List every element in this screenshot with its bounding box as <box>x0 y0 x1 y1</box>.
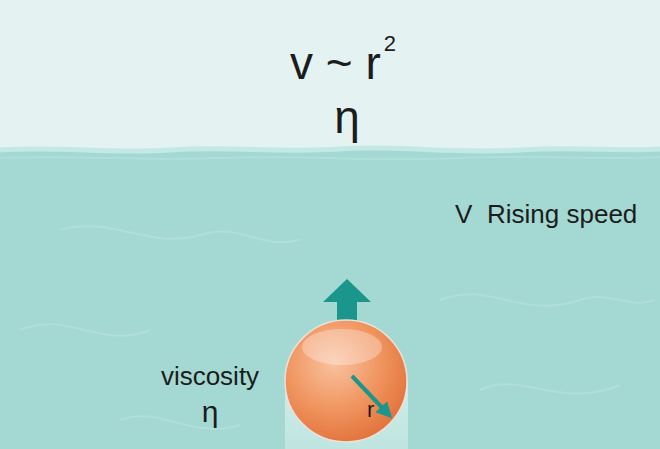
water-body <box>0 148 660 449</box>
rising-sphere: r <box>284 319 408 443</box>
formula-numerator: v ~ r <box>290 38 381 89</box>
rising-arrow <box>323 279 371 320</box>
viscosity-label: viscosity <box>161 362 259 391</box>
speed-symbol: V <box>455 200 472 229</box>
sphere-body <box>285 320 407 442</box>
formula-exponent: 2 <box>384 32 396 56</box>
water-surface <box>0 148 660 151</box>
radius-label: r <box>367 398 374 422</box>
sphere-highlight <box>302 329 382 365</box>
viscosity-symbol: η <box>202 395 219 428</box>
water-ripple <box>0 157 660 159</box>
sphere-shape <box>284 319 408 443</box>
formula-denominator: η <box>334 92 360 143</box>
speed-label: Rising speed <box>487 200 637 229</box>
